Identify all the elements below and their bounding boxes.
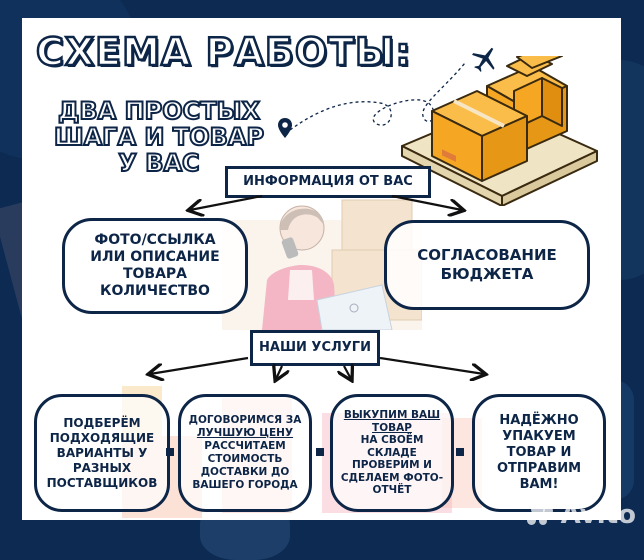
service-card-price-delivery: ДОГОВОРИМСЯ ЗА ЛУЧШУЮ ЦЕНУ РАССЧИТАЕМ СТ… — [178, 394, 312, 512]
service-line: СТОИМОСТЬ — [207, 453, 283, 465]
info-from-you-label: ИНФОРМАЦИЯ ОТ ВАС — [225, 166, 431, 198]
step-line: СОГЛАСОВАНИЕ — [417, 246, 557, 264]
service-line: ДОГОВОРИМСЯ ЗА — [188, 414, 302, 426]
avito-watermark: Avito — [526, 500, 636, 530]
connector-square — [166, 448, 174, 456]
step-budget-card: СОГЛАСОВАНИЕ БЮДЖЕТА — [384, 220, 590, 310]
service-line: НА СВОЁМ — [360, 434, 424, 447]
service-line: НАДЁЖНО — [499, 413, 579, 428]
service-line: ДОСТАВКИ ДО — [200, 466, 290, 478]
page-title: СХЕМА РАБОТЫ: — [35, 29, 412, 76]
service-line: РАЗНЫХ — [72, 460, 132, 475]
boxes-on-pallet-illustration — [401, 56, 598, 206]
service-line: ЛУЧШУЮ ЦЕНУ — [196, 427, 294, 439]
service-line: ОТПРАВИМ — [496, 461, 582, 476]
dotted-route-line — [290, 62, 466, 131]
service-line: ТОВАР — [372, 421, 412, 434]
avito-logo-icon — [526, 502, 557, 528]
subtitle: ДВА ПРОСТЫХ ШАГА И ТОВАР У ВАС — [44, 97, 274, 177]
service-line: ПРОВЕРИМ И — [352, 459, 432, 472]
step-line: ТОВАРА — [122, 266, 188, 282]
connector-square — [456, 448, 464, 456]
step-line: БЮДЖЕТА — [440, 265, 534, 283]
our-services-label: НАШИ УСЛУГИ — [250, 330, 380, 366]
service-line: СКЛАДЕ — [367, 446, 417, 459]
subtitle-line: ШАГА И ТОВАР — [53, 123, 265, 151]
service-card-suppliers: ПОДБЕРЁМ ПОДХОДЯЩИЕ ВАРИАНТЫ У РАЗНЫХ ПО… — [34, 394, 170, 512]
service-line: ВЫКУПИМ ВАШ — [343, 409, 441, 422]
service-line: ВАШЕГО ГОРОДА — [192, 479, 298, 491]
subtitle-line: У ВАС — [117, 149, 200, 177]
service-line: УПАКУЕМ — [502, 429, 576, 444]
service-line: РАССЧИТАЕМ — [204, 440, 286, 452]
service-line: ТОВАР И — [506, 445, 572, 460]
service-card-pack-ship: НАДЁЖНО УПАКУЕМ ТОВАР И ОТПРАВИМ ВАМ! — [472, 394, 606, 512]
infographic-card: СХЕМА РАБОТЫ: ДВА ПРОСТЫХ ШАГА И ТОВАР У… — [22, 18, 621, 520]
step-line: ФОТО/ССЫЛКА — [94, 232, 216, 248]
subtitle-line: ДВА ПРОСТЫХ — [57, 97, 261, 125]
service-card-buyout-check: ВЫКУПИМ ВАШ ТОВАР НА СВОЁМ СКЛАДЕ ПРОВЕР… — [330, 394, 454, 512]
step-photo-link-card: ФОТО/ССЫЛКА ИЛИ ОПИСАНИЕ ТОВАРА КОЛИЧЕСТ… — [62, 218, 248, 314]
service-line: ПОДБЕРЁМ — [63, 415, 141, 430]
service-line: СДЕЛАЕМ ФОТО- — [340, 471, 444, 484]
airplane-icon — [472, 47, 495, 72]
service-line: ВАРИАНТЫ У — [56, 445, 148, 460]
step-line: КОЛИЧЕСТВО — [100, 283, 210, 299]
avito-text: Avito — [560, 500, 636, 530]
map-pin-icon — [278, 118, 292, 138]
step-line: ИЛИ ОПИСАНИЕ — [90, 249, 220, 265]
service-line: ВАМ! — [519, 477, 559, 492]
service-line: ПОСТАВЩИКОВ — [46, 475, 158, 490]
service-line: ПОДХОДЯЩИЕ — [49, 430, 155, 445]
service-line: ОТЧЁТ — [372, 484, 412, 497]
connector-square — [316, 448, 324, 456]
